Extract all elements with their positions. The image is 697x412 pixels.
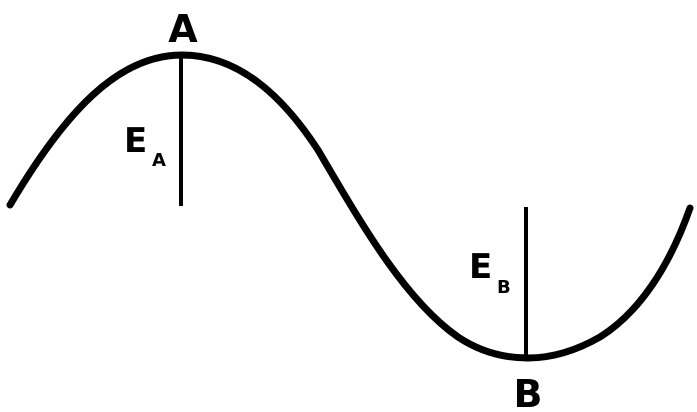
point-b-label: B (514, 372, 543, 412)
point-a-label: A (168, 7, 198, 51)
energy-b-label: E B (469, 247, 511, 298)
energy-a-label: E A (124, 121, 166, 171)
energy-b-subscript: B (497, 277, 511, 298)
energy-wave-curve (6, 51, 694, 362)
energy-b-symbol: E (469, 247, 492, 287)
energy-a-symbol: E (124, 121, 147, 161)
energy-a-subscript: A (152, 150, 166, 171)
